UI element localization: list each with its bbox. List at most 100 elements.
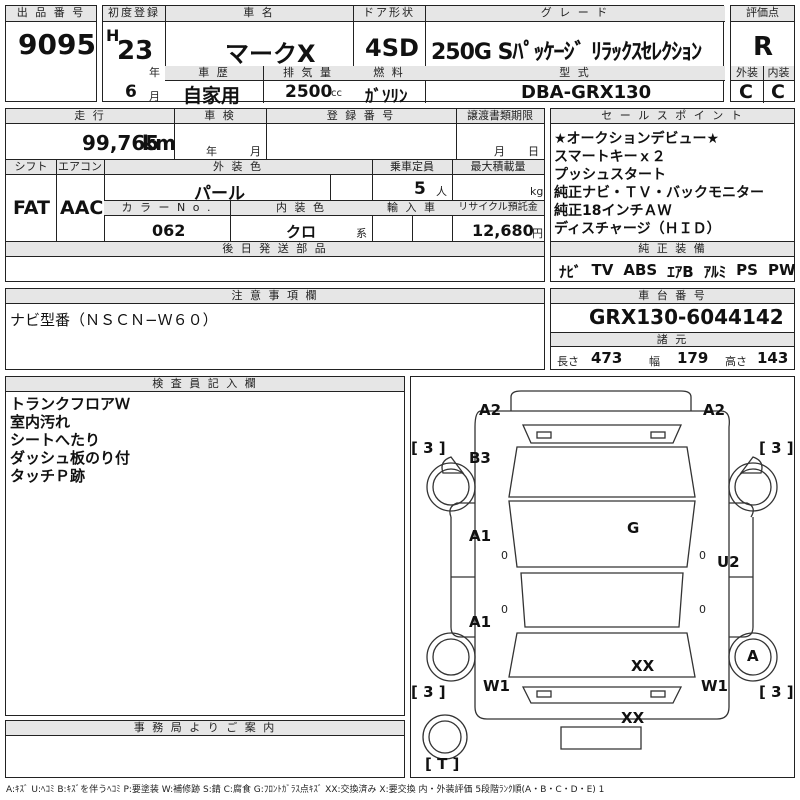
damage-front-door-right: U2 <box>717 553 740 571</box>
sales-points-list: ★オークションデビュー★ スマートキーｘ２ プッシュスタート 純正ナビ・ＴＶ・バ… <box>554 130 764 238</box>
list-item: ディスチャージ（ＨＩＤ） <box>554 221 721 237</box>
interior-color-label: 内 装 色 <box>230 201 372 216</box>
inspector-list: トランクフロアＷ 室内汚れ シートへたり ダッシュ板のり付 タッチＰ跡 <box>10 395 130 485</box>
damage-front-door-left: A1 <box>469 527 492 545</box>
height-value: 143 <box>757 349 789 367</box>
max-load-label: 最大積載量 <box>452 160 544 175</box>
list-item: スマートキーｘ２ <box>554 149 666 165</box>
grade: 250G Sﾊﾟｯｹｰｼﾞ ﾘﾗｯｸｽｾﾚｸｼｮﾝ <box>431 40 702 65</box>
office-box: 事 務 局 よ り ご 案 内 <box>5 720 405 778</box>
notes-label: 注 意 事 項 欄 <box>6 289 544 304</box>
list-item: 純正ナビ・ＴＶ・バックモニター <box>554 185 764 201</box>
mileage-label: 走 行 <box>6 109 174 124</box>
exterior-grade: C <box>739 81 753 103</box>
spec-box: 走 行 車 検 登 録 番 号 譲渡書類期限 99,765 km 年 月 月 日… <box>5 108 545 282</box>
shift-type: FAT <box>13 197 50 219</box>
lot-number: 9095 <box>18 28 96 61</box>
tire-front-right: [ 3 ] <box>759 439 794 457</box>
header-main-box: 初度登録 車 名 ドア形状 グ レ ー ド H 23 年 マークX 4SD 25… <box>102 5 725 107</box>
dimensions-label: 諸 元 <box>551 333 794 347</box>
score-box: 評価点 R 外装 内装 C C <box>730 5 795 103</box>
interior-color-unit: 系 <box>356 227 367 240</box>
first-reg-label: 初度登録 <box>103 6 165 22</box>
height-label: 高さ <box>725 355 747 368</box>
damage-rear-door-left: A1 <box>469 613 492 631</box>
damage-roof: G <box>627 519 640 537</box>
recycle-fee: 12,680 <box>472 221 534 240</box>
color-number: 062 <box>152 221 186 240</box>
damage-rear-right-wheel: A <box>747 647 759 665</box>
damage-code-legend: A:ｷｽﾞ U:ﾍｺﾐ B:ｷｽﾞを伴うﾍｺﾐ P:要塗装 W:補修跡 S:錆 … <box>6 785 605 795</box>
damage-rear-right: W1 <box>701 677 728 695</box>
tire-rear-left: [ 3 ] <box>411 683 446 701</box>
list-item: シートへたり <box>10 431 101 449</box>
width-label: 幅 <box>649 355 660 368</box>
chassis-box: 車 台 番 号 GRX130-6044142 諸 元 長さ 473 幅 179 … <box>550 288 795 370</box>
color-no-label: カ ラ ー N o . <box>104 201 230 216</box>
equipment-list: ﾅﾋﾞ TV ABS ｴｱB ｱﾙﾐ PS PW <box>559 261 796 282</box>
office-label: 事 務 局 よ り ご 案 内 <box>6 721 404 736</box>
notes-box: 注 意 事 項 欄 ナビ型番（ＮＳＣＮ−Ｗ６０） <box>5 288 545 370</box>
length-value: 473 <box>591 349 623 367</box>
inspection-label: 車 検 <box>174 109 266 124</box>
door-type: 4SD <box>365 34 419 62</box>
lot-number-box: 出 品 番 号 9095 <box>5 5 97 102</box>
displacement: 2500 <box>285 82 333 102</box>
width-value: 179 <box>677 349 709 367</box>
fuel: ｶﾞｿﾘﾝ <box>365 87 408 107</box>
ac-type: AAC <box>60 197 104 219</box>
month-unit: 月 <box>149 90 160 103</box>
overall-score: R <box>753 32 774 62</box>
model-code: DBA-GRX130 <box>521 82 652 103</box>
transfer-label: 譲渡書類期限 <box>456 109 544 124</box>
sales-points-box: セ ー ル ス ポ イ ン ト ★オークションデビュー★ スマートキーｘ２ プッ… <box>550 108 796 282</box>
lot-number-label: 出 品 番 号 <box>6 6 96 22</box>
exterior-color-label: 外 装 色 <box>104 160 372 175</box>
seats-unit: 人 <box>436 185 447 198</box>
damage-diagram-box: [ 3 ] [ 3 ] [ 3 ] [ 3 ] [ T ] A2 A2 B3 G… <box>410 376 795 778</box>
notes-text: ナビ型番（ＮＳＣＮ−Ｗ６０） <box>10 311 218 329</box>
seats-label: 乗車定員 <box>372 160 452 175</box>
door-mark: 0 <box>699 603 706 616</box>
damage-rear-glass: XX <box>631 657 655 675</box>
damage-rear-left: W1 <box>483 677 510 695</box>
recycle-label: リサイクル預託金 <box>452 201 544 216</box>
import-label: 輸 入 車 <box>372 201 452 216</box>
list-item: ダッシュ板のり付 <box>10 449 131 467</box>
equipment-item: ABS <box>623 261 658 279</box>
car-diagram <box>422 390 778 760</box>
chassis-label: 車 台 番 号 <box>551 289 794 304</box>
interior-grade: C <box>771 81 785 103</box>
mileage: 99,765 <box>82 131 160 155</box>
int-grade-label: 内装 <box>763 66 794 81</box>
plate-label: 登 録 番 号 <box>266 109 456 124</box>
door-mark: 0 <box>501 549 508 562</box>
mileage-unit: km <box>142 131 177 155</box>
sales-points-label: セ ー ル ス ポ イ ン ト <box>551 109 794 124</box>
damage-trunk: XX <box>621 709 645 727</box>
tire-rear-right: [ 3 ] <box>759 683 794 701</box>
displacement-label: 排 気 量 <box>263 66 353 81</box>
inspection-month-unit: 月 <box>250 145 261 158</box>
transfer-month-unit: 月 <box>494 145 505 158</box>
first-reg-year: 23 <box>117 36 154 66</box>
car-name-label: 車 名 <box>165 6 353 22</box>
shift-label: シフト <box>6 160 56 175</box>
equipment-item: ｴｱB <box>667 263 694 281</box>
inspection-year-unit: 年 <box>206 145 217 158</box>
list-item: トランクフロアＷ <box>10 395 131 413</box>
grade-label: グ レ ー ド <box>425 6 725 22</box>
equipment-item: ｱﾙﾐ <box>703 263 727 281</box>
equipment-item: ﾅﾋﾞ <box>559 263 582 281</box>
transfer-day-unit: 日 <box>528 145 539 158</box>
year-unit: 年 <box>149 66 160 79</box>
fuel-label: 燃 料 <box>353 66 425 81</box>
door-mark: 0 <box>699 549 706 562</box>
ac-label: エアコン <box>56 160 104 175</box>
equipment-item: PS <box>736 261 758 279</box>
door-label: ドア形状 <box>353 6 425 22</box>
damage-front-right: A2 <box>703 401 726 419</box>
damage-front-fender: B3 <box>469 449 491 467</box>
list-item: 室内汚れ <box>10 413 71 431</box>
seats: 5 <box>414 179 426 199</box>
